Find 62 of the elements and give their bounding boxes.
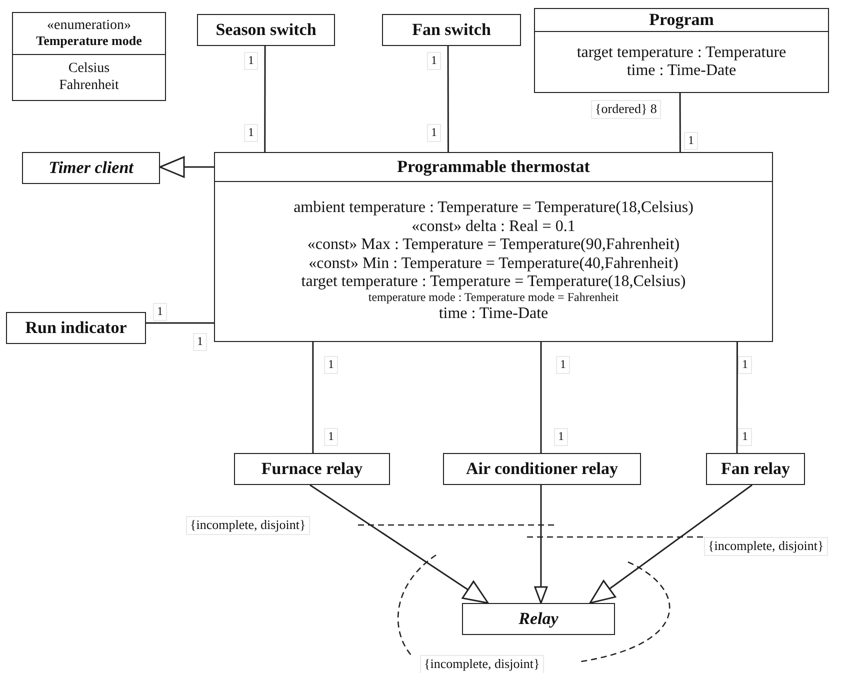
attribute-text: «const» Max : Temperature = Temperature(90,Fahrenheit) — [307, 236, 680, 255]
association-line — [540, 342, 542, 453]
class-name: Fan relay — [720, 459, 790, 479]
multiplicity-label: 1 — [684, 132, 698, 150]
multiplicity-label: 1 — [738, 428, 752, 446]
attribute-text: ambient temperature : Temperature = Temperature(18,Celsius) — [294, 199, 694, 218]
multiplicity-label: 1 — [324, 356, 338, 374]
class-box — [234, 453, 390, 485]
constraint-label: {incomplete, disjoint} — [704, 537, 828, 556]
class-box — [382, 14, 521, 46]
multiplicity-label: 1 — [427, 52, 441, 70]
generalization-arrow — [534, 485, 548, 604]
class-box — [443, 453, 641, 485]
association-line — [679, 93, 681, 152]
class-box — [214, 152, 773, 342]
attribute-text: temperature mode : Temperature mode = Fahrenheit — [368, 291, 619, 306]
class-name: Run indicator — [25, 318, 127, 338]
class-box — [22, 152, 160, 184]
generalization-arrow — [159, 156, 214, 178]
class-name: Relay — [518, 609, 558, 629]
multiplicity-label: 1 — [556, 356, 570, 374]
attribute-text: target temperature : Temperature = Temperature(18,Celsius) — [301, 272, 686, 292]
multiplicity-label: {ordered} 8 — [591, 100, 661, 119]
class-box — [534, 8, 829, 93]
class-box — [6, 312, 146, 344]
enum-literal: Fahrenheit — [59, 78, 119, 94]
attribute-text: «const» delta : Real = 0.1 — [412, 218, 576, 236]
attribute-text: time : Time-Date — [626, 62, 736, 80]
generalization-arrow — [310, 484, 489, 604]
constraint-label: {incomplete, disjoint} — [420, 655, 544, 673]
attribute-text: «const» Min : Temperature = Temperature(40,Fahrenheit) — [308, 254, 678, 273]
stereotype-label: «enumeration» — [47, 18, 131, 34]
class-name: Program — [649, 10, 714, 30]
generalization-arrow — [589, 484, 752, 604]
class-name: Programmable thermostat — [397, 157, 590, 177]
class-box — [197, 14, 335, 46]
multiplicity-label: 1 — [244, 124, 258, 142]
class-name: Season switch — [216, 20, 316, 40]
class-name: Fan switch — [412, 20, 491, 40]
association-line — [447, 46, 449, 152]
class-name: Timer client — [48, 158, 134, 178]
association-line — [736, 342, 738, 453]
class-name: Furnace relay — [261, 459, 363, 479]
constraint-label: {incomplete, disjoint} — [186, 516, 310, 535]
class-box — [462, 603, 615, 635]
association-line — [312, 342, 314, 453]
class-box — [12, 12, 166, 101]
multiplicity-label: 1 — [153, 303, 167, 321]
enum-literal: Celsius — [68, 61, 110, 78]
class-name: Temperature mode — [36, 34, 142, 50]
multiplicity-label: 1 — [427, 124, 441, 142]
attribute-text: time : Time-Date — [438, 305, 548, 324]
multiplicity-label: 1 — [324, 428, 338, 446]
multiplicity-label: 1 — [244, 52, 258, 70]
class-box — [706, 453, 805, 485]
multiplicity-label: 1 — [554, 428, 568, 446]
multiplicity-label: 1 — [738, 356, 752, 374]
multiplicity-label: 1 — [193, 333, 207, 351]
attribute-text: target temperature : Temperature — [576, 44, 786, 62]
class-name: Air conditioner relay — [466, 459, 618, 479]
association-line — [264, 46, 266, 152]
association-line — [146, 322, 214, 324]
